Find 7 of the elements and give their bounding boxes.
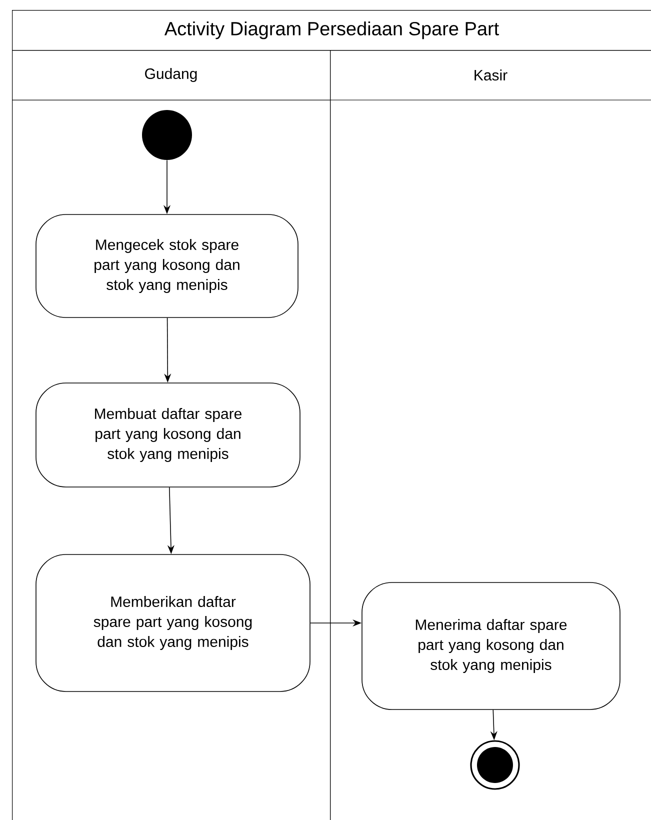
initial-node	[142, 110, 192, 160]
title-band: Activity Diagram Persediaan Spare Part	[12, 10, 651, 51]
activity-box: Membuat daftar spare part yang kosong dan stok yang menipis	[36, 382, 300, 488]
activity-box: Mengecek stok spare part yang kosong dan stok yang menipis	[36, 214, 298, 318]
activity-box: Memberikan daftar spare part yang kosong dan stok yang menipis	[36, 554, 310, 692]
final-node	[470, 740, 520, 790]
activity-box: Menerima daftar spare part yang kosong dan stok yang menipis	[362, 582, 620, 710]
